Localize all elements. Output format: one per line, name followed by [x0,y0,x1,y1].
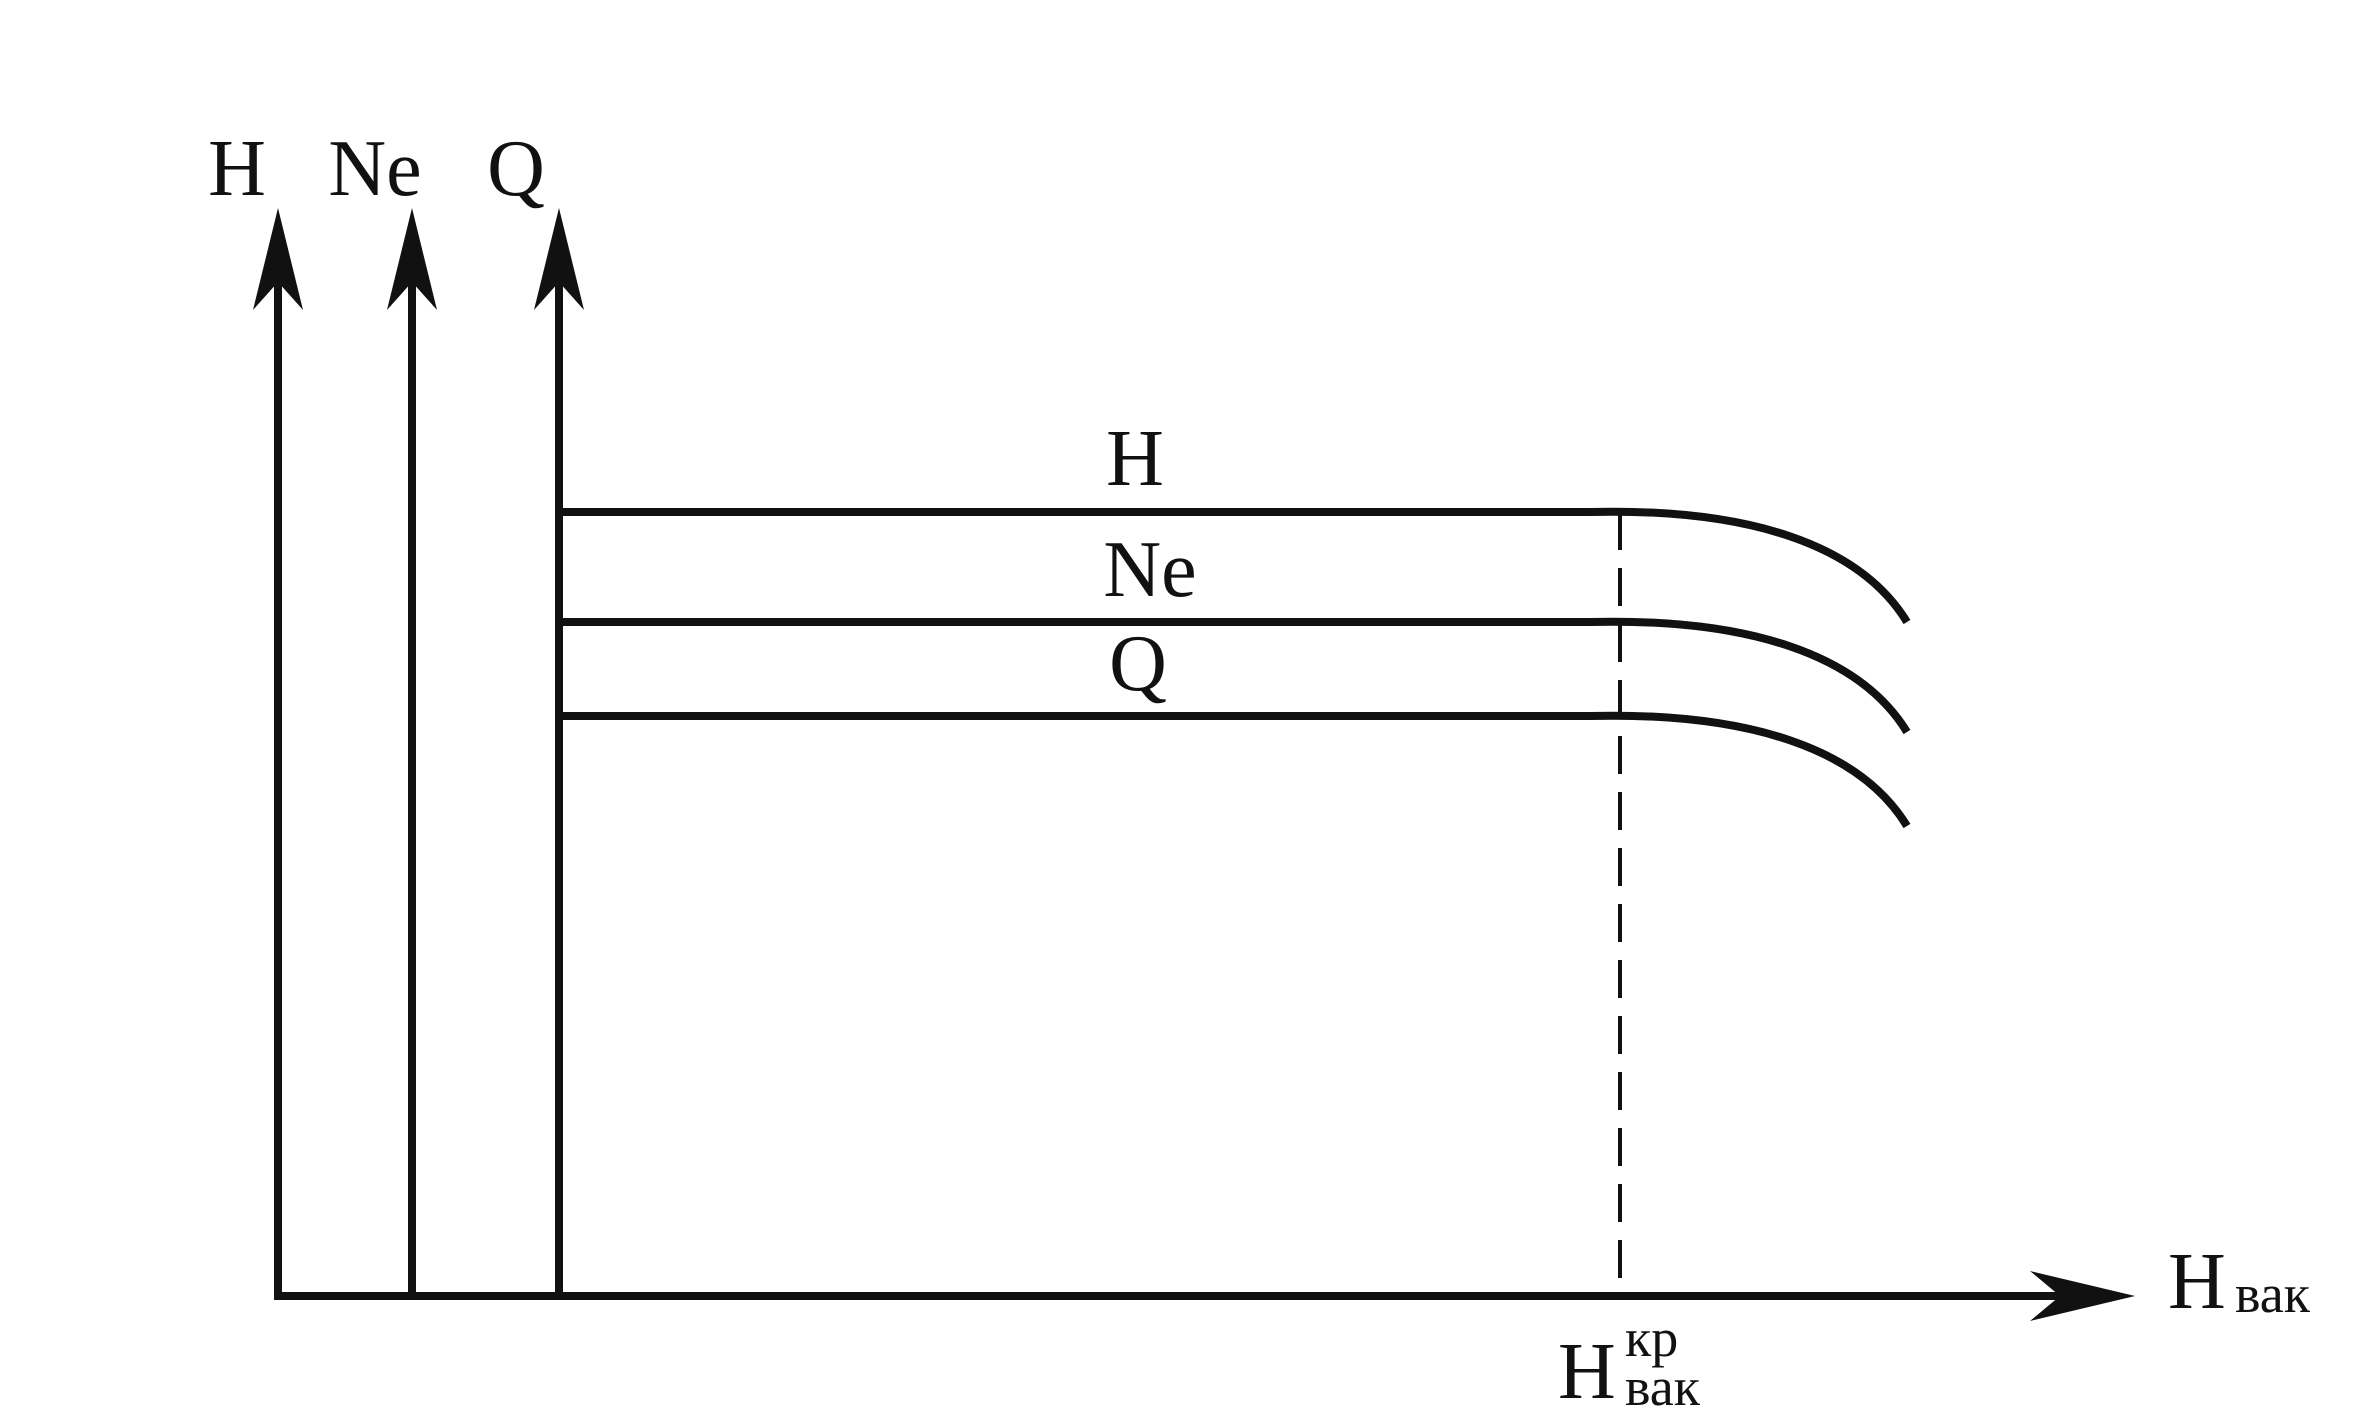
q-axis-arrowhead [534,208,584,310]
ne-axis-arrowhead [387,208,437,310]
q-axis-label: Q [487,125,545,213]
h-axis-label: H [208,125,266,213]
ne-axis-label: Ne [328,125,421,213]
critical-marker-superscript: кр [1625,1308,1678,1368]
q-curve-label: Q [1109,620,1167,708]
ne-curve [559,617,1911,735]
x-axis-label-main: H [2168,1238,2226,1326]
x-axis-arrowhead [2030,1271,2135,1321]
x-axis-label-subscript: вак [2235,1264,2311,1324]
ne-curve-label: Ne [1103,526,1196,614]
h-axis-arrowhead [253,208,303,310]
h-curve [559,507,1911,625]
q-curve [559,711,1911,829]
critical-marker-subscript: вак [1625,1357,1701,1417]
h-curve-label: H [1106,415,1164,503]
critical-marker-main: H [1558,1328,1616,1416]
